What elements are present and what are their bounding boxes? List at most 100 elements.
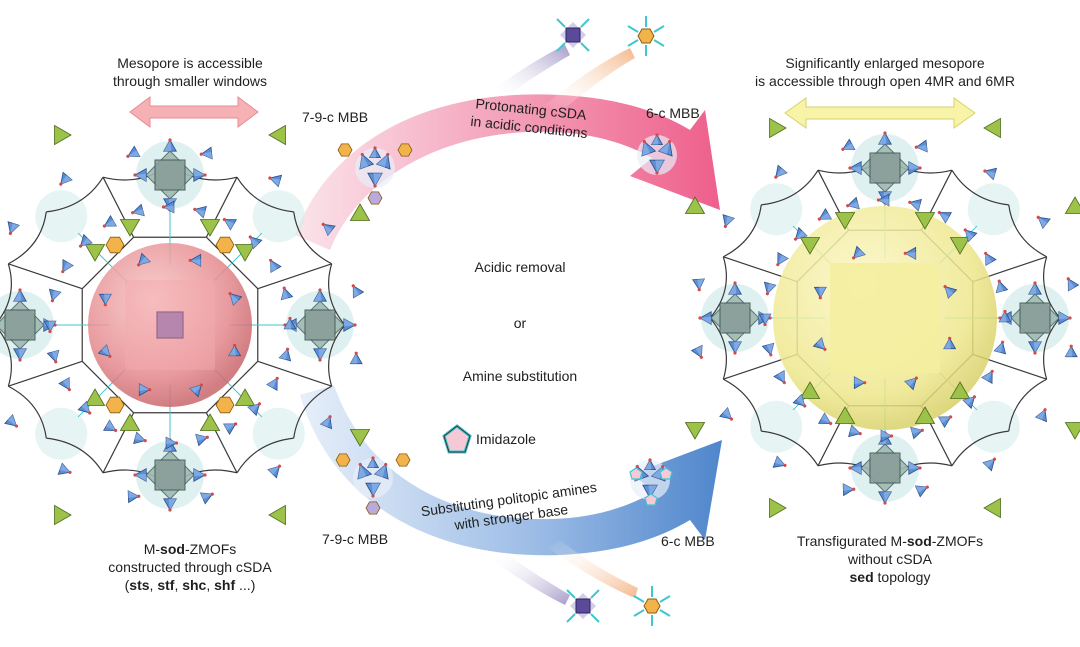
hexagon-unit [335,453,351,467]
tetrahedron-unit [137,252,151,267]
imidazole-legend-label: Imidazole [476,431,536,447]
triangle-unit [268,124,286,146]
tetrahedron-unit [998,309,1012,323]
square-unit [1010,293,1060,343]
tetrahedron-unit [266,376,279,391]
triangle-unit [84,244,106,262]
tetrahedron-unit [812,337,827,351]
tetrahedron-unit [193,168,207,182]
tetrahedron-unit [776,252,789,267]
tetrahedron-unit [774,164,788,179]
tetrahedron-unit [962,395,977,410]
tetrahedron-unit [133,431,147,445]
tetrahedron-unit [793,226,808,241]
triangle-unit [268,504,286,526]
triangle-unit [914,406,936,424]
tetrahedron-unit [657,139,673,157]
right-top-caption: Significantly enlarged mesopore is acces… [720,54,1050,90]
tetrahedron-unit [728,281,742,295]
tetrahedron-unit [984,251,997,266]
right-bottom-caption-line2: without cSDA [847,551,933,567]
tetrahedron-unit [1058,311,1072,325]
triangle-unit [834,406,856,424]
tetrahedron-unit [195,433,209,447]
tetrahedron-unit [97,344,112,358]
tetrahedron-unit [1036,215,1051,230]
tetrahedron-unit [914,139,928,153]
tetrahedron-unit [878,131,892,145]
tetrahedron-unit [758,313,772,327]
triangle-unit [799,237,821,255]
orange-exit-tail-top [545,16,665,112]
tetrahedron-unit [61,259,74,274]
triangle-unit [769,117,787,139]
tetrahedron-unit [1064,344,1078,358]
tetrahedron-unit [649,159,665,175]
tetrahedron-unit [848,424,862,438]
tetrahedron-unit [698,311,712,325]
hexagon-unit [215,236,235,254]
tetrahedron-unit [914,485,929,498]
tetrahedron-unit [852,245,866,260]
tetrahedron-unit [878,491,892,505]
left-bottom-caption: M-sod-ZMOFs constructed through cSDA (st… [60,540,320,594]
tetrahedron-unit [938,415,953,428]
triangle-unit [914,212,936,230]
square-unit [0,300,45,350]
tetrahedron-unit [43,320,57,334]
tetrahedron-unit [46,349,60,364]
triangle-unit [84,388,106,406]
hexagon-unit [105,236,125,254]
tetrahedron-unit [848,161,862,175]
tetrahedron-unit [818,412,833,426]
tetrahedron-unit [761,342,775,357]
triangle-unit [684,422,706,440]
tetrahedron-unit [643,458,657,470]
tetrahedron-unit [161,200,175,214]
tetrahedron-unit [691,278,706,292]
tetrahedron-unit [368,146,382,158]
tetrahedron-unit [359,152,375,170]
tetrahedron-unit [993,340,1007,355]
tetrahedron-unit [375,152,391,170]
tetrahedron-unit [853,376,867,390]
tetrahedron-unit [313,348,327,362]
left-bottom-caption-line1: M-sod-ZMOFs [143,541,237,557]
imidazole-mini [659,467,673,480]
tetrahedron-unit [223,422,238,435]
tetrahedron-unit [1028,341,1042,355]
tetrahedron-unit [319,415,333,430]
tetrahedron-unit [193,205,207,219]
tetrahedron-unit [48,288,62,303]
tetrahedron-unit [1028,281,1042,295]
left-top-caption-line1: Mesopore is accessible [117,55,263,71]
tetrahedron-unit [127,490,141,504]
tetrahedron-unit [1034,408,1048,423]
triangle-unit [1064,422,1080,440]
tetrahedron-unit [199,146,213,160]
hexagon-unit [337,143,353,157]
tetrahedron-unit [138,383,152,397]
tetrahedron-unit [813,286,827,300]
mbb-6-c-top [637,133,677,175]
left-top-caption: Mesopore is accessible through smaller w… [80,54,300,90]
tetrahedron-unit [846,196,860,210]
mbb-7-9-c-bottom [335,453,411,515]
tetrahedron-unit [343,318,357,332]
triangle-unit [54,124,72,146]
triangle-unit [199,219,221,237]
tetrahedron-unit [817,208,832,221]
triangle-unit [983,117,1001,139]
tetrahedron-unit [365,482,381,498]
triangle-unit [119,413,141,431]
triangle-unit [983,497,1001,519]
inner-open-window [830,263,940,373]
bottom-right-mbb-label: 6-c MBB [661,533,715,549]
tetrahedron-unit [13,288,27,302]
tetrahedron-unit [248,235,263,250]
tetrahedron-unit [963,228,978,243]
triangle-unit [119,219,141,237]
hexagon-unit [365,501,381,515]
tetrahedron-unit [366,456,380,468]
